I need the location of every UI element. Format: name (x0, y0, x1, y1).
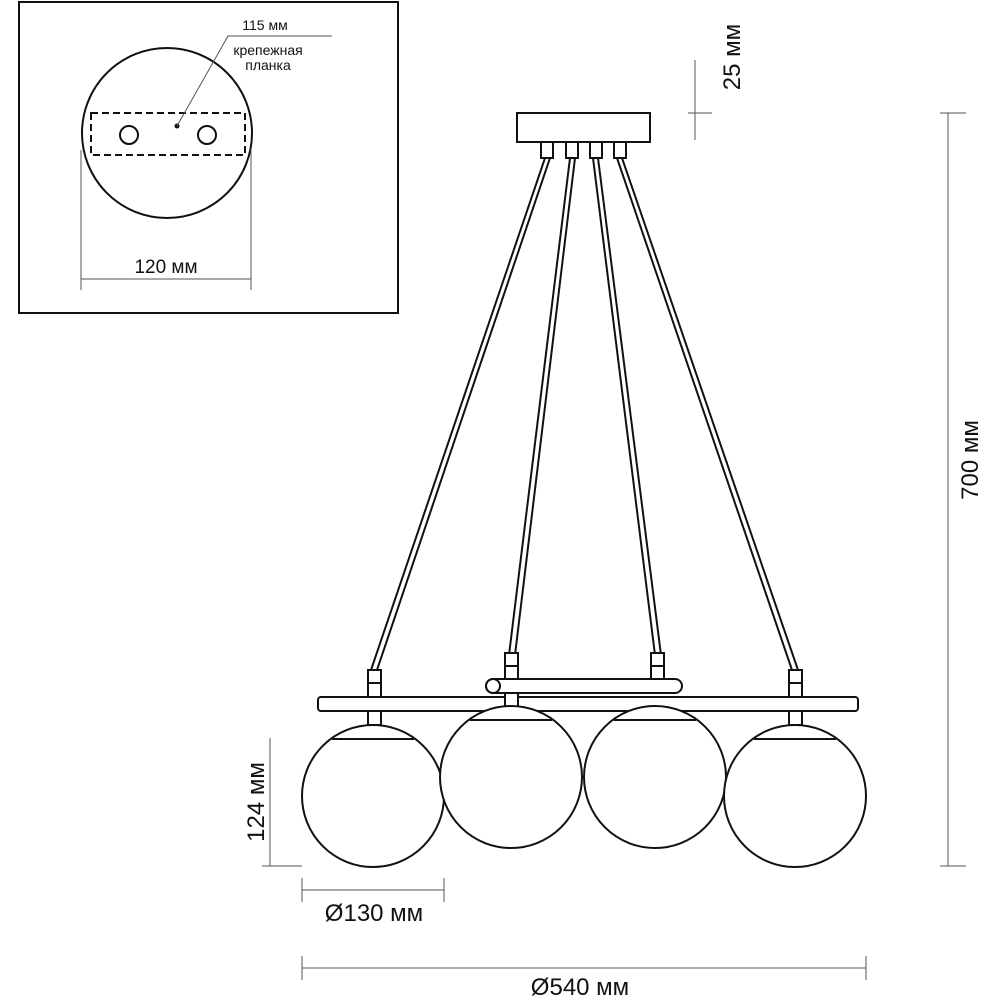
upper-bar-end (485, 678, 501, 694)
glass-globes (301, 705, 867, 868)
canopy-top-view-inset: 115 мм крепежная планка 120 мм (18, 1, 399, 314)
canopy-diameter-label: 120 мм (134, 257, 197, 278)
canopy-circle (81, 47, 253, 219)
screw-hole-left (119, 125, 139, 145)
canopy-body (516, 112, 651, 143)
globe-diameter-label: Ø130 мм (325, 900, 423, 927)
frame-bars (317, 678, 859, 712)
bracket-width-label: 115 мм (242, 17, 287, 33)
upper-bar (485, 678, 683, 694)
canopy (516, 112, 651, 159)
inset-frame (18, 1, 399, 314)
canopy-connector (589, 141, 603, 159)
globe-height-label: 124 мм (243, 762, 270, 842)
bracket-name-line2: планка (245, 57, 291, 73)
total-height-label: 700 мм (957, 420, 984, 500)
globe-3 (583, 705, 727, 849)
mounting-bracket (90, 112, 246, 156)
globe-4 (723, 724, 867, 868)
dimension-lines: 25 мм 700 мм 124 мм Ø130 мм Ø540 мм (243, 24, 984, 1000)
canopy-connector (540, 141, 554, 159)
rod (591, 157, 663, 656)
globe-holder (788, 710, 803, 726)
total-diameter-label: Ø540 мм (531, 974, 629, 1000)
lower-bar (317, 696, 859, 712)
globe-2 (439, 705, 583, 849)
leader-line (176, 35, 332, 127)
canopy-connector (565, 141, 579, 159)
globe-holder (367, 710, 382, 726)
globe-holder (504, 692, 519, 708)
rod-connectors (367, 652, 803, 726)
globe-1 (301, 724, 445, 868)
canopy-height-label: 25 мм (719, 24, 746, 90)
canopy-connector (613, 141, 627, 159)
rod (615, 157, 800, 671)
screw-hole-right (197, 125, 217, 145)
bracket-name-line1: крепежная (233, 42, 302, 58)
suspension-rods (369, 157, 800, 671)
